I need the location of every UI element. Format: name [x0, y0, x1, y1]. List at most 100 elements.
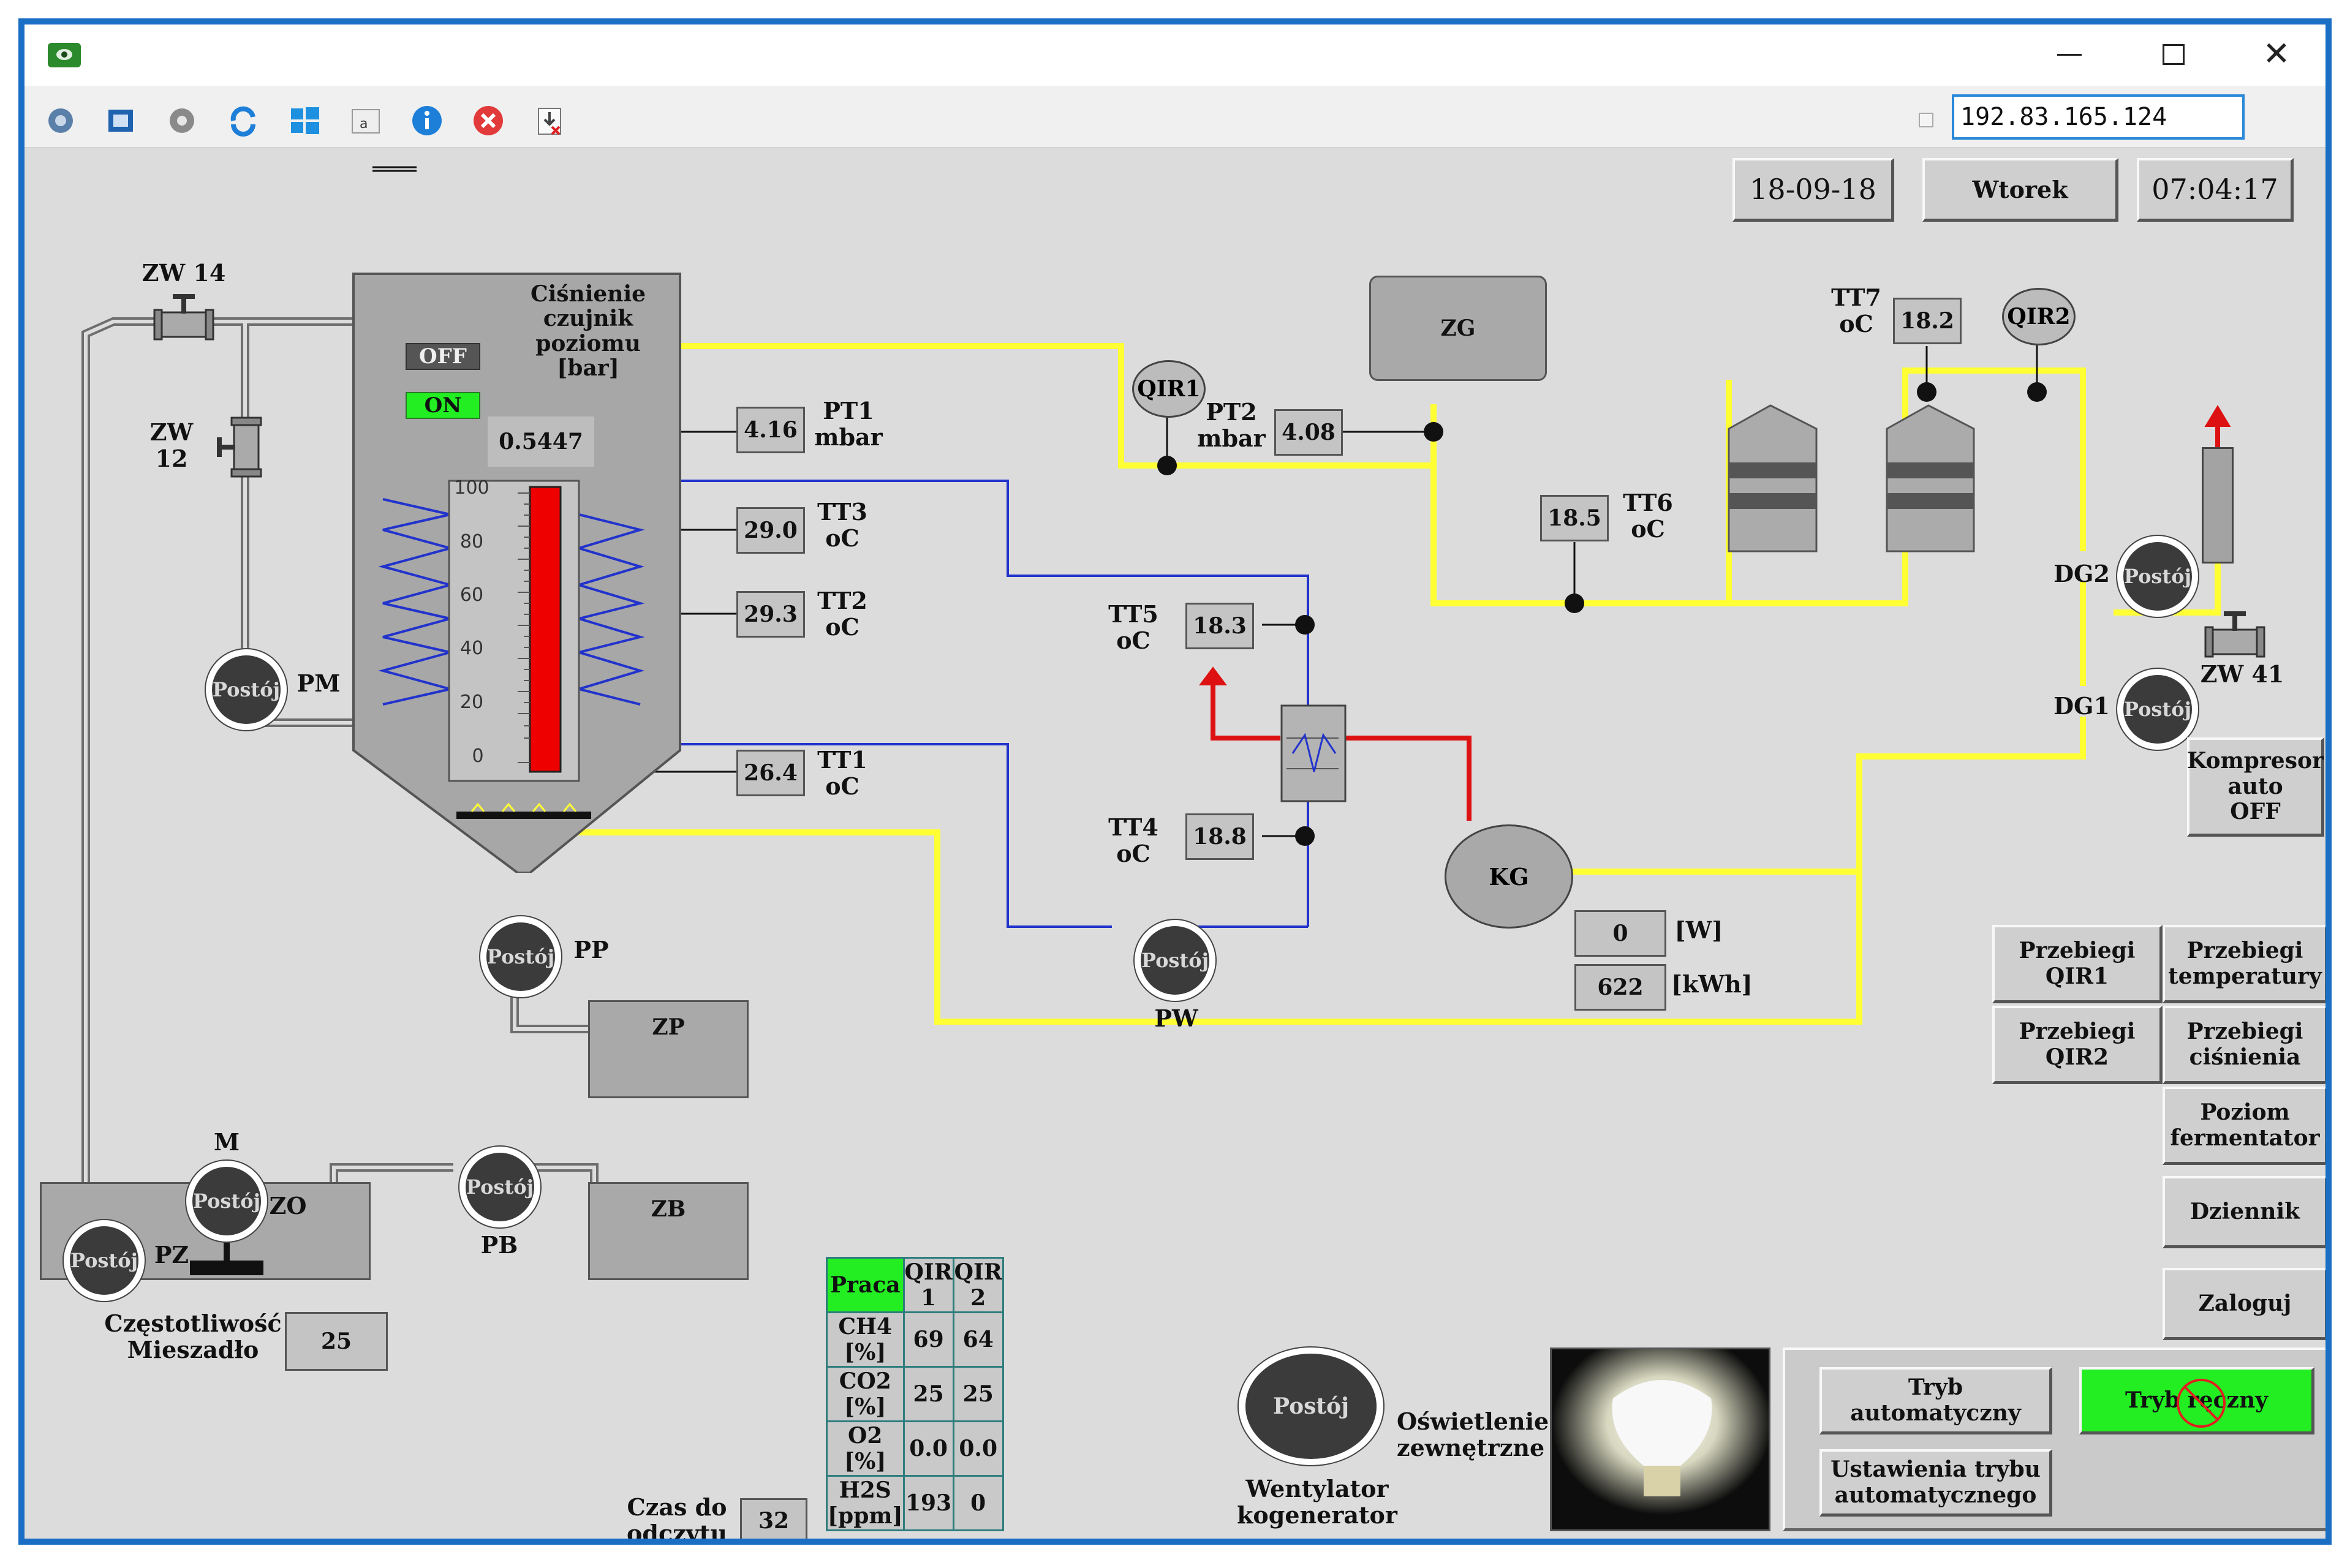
tt7-label: TT7 oC: [1831, 284, 1881, 337]
minimize-icon[interactable]: [2057, 54, 2082, 56]
pump-pp[interactable]: Postój: [479, 915, 562, 998]
auto-settings-button[interactable]: Ustawienia trybu automatycznego: [1819, 1449, 2052, 1517]
pt1-label: PT1 mbar: [814, 397, 883, 451]
gas-composition-table: Praca QIR 1 QIR 2 CH4 [%] 69 64 CO2 [%] …: [826, 1257, 1004, 1531]
text-icon[interactable]: a: [348, 103, 383, 138]
pump-pz[interactable]: Postój: [62, 1219, 146, 1302]
qir2-label: QIR2: [2007, 304, 2071, 330]
close-circle-icon[interactable]: [470, 103, 506, 138]
valve-zw41-label: ZW 41: [2200, 660, 2284, 688]
outdoor-light-bulb-icon[interactable]: [1550, 1348, 1770, 1531]
pump-dg1-label: DG1: [2053, 692, 2110, 720]
mixer-frequency-value[interactable]: 25: [285, 1312, 388, 1371]
close-icon[interactable]: ✕: [2262, 34, 2291, 73]
windows-icon[interactable]: [287, 103, 322, 138]
manual-mode-label: Tryb ręczny: [2125, 1387, 2269, 1413]
info-icon[interactable]: [409, 103, 445, 138]
energy-unit: [kWh]: [1671, 970, 1753, 998]
fermenter-level-button[interactable]: Poziom fermentator: [2163, 1087, 2325, 1165]
ip-checkbox[interactable]: [1919, 113, 1933, 127]
qir1-analyzer[interactable]: QIR1: [1132, 360, 1206, 418]
pressure-trends-button[interactable]: Przebiegi ciśnienia: [2163, 1006, 2325, 1084]
table-header-qir2: QIR 2: [952, 1257, 1004, 1313]
tt6-label: TT6 oC: [1623, 489, 1673, 543]
pt2-label: PT2 mbar: [1197, 398, 1266, 452]
cogenerator-kg[interactable]: KG: [1445, 824, 1573, 929]
gas-filters: [1728, 404, 1975, 552]
pump-dg2[interactable]: Postój: [2116, 535, 2199, 618]
table-header-qir1: QIR 1: [902, 1257, 954, 1313]
mixer-shaft: [224, 1225, 230, 1262]
kg-label: KG: [1489, 862, 1529, 891]
energy-value: 622: [1574, 964, 1666, 1011]
time-display: 07:04:17: [2137, 158, 2294, 222]
network-icon[interactable]: [43, 103, 78, 138]
fermenter-tank: [352, 273, 681, 873]
no-touch-icon: [2177, 1379, 2226, 1428]
qir1-trends-button[interactable]: Przebiegi QIR1: [1992, 925, 2163, 1003]
pt1-value: 4.16: [736, 407, 805, 453]
off-indicator: OFF: [406, 343, 480, 370]
pump-pw[interactable]: Postój: [1133, 919, 1217, 1002]
fullscreen-icon[interactable]: [103, 103, 138, 138]
table-row: CO2 [%] 25 25: [826, 1366, 1004, 1422]
valve-zw12-label: ZW 12: [149, 418, 194, 472]
ip-address-field[interactable]: 192.83.165.124: [1952, 94, 2245, 140]
tt2-value: 29.3: [736, 591, 805, 638]
table-row: H2S [ppm] 193 0: [826, 1475, 1004, 1531]
pump-pm-label: PM: [297, 669, 341, 697]
table-row: CH4 [%] 69 64: [826, 1311, 1004, 1368]
heat-exchanger-icon: [1280, 704, 1347, 802]
mixer-frequency-label: Częstotliwość Mieszadło: [104, 1310, 282, 1363]
fan-state: Postój: [1245, 1354, 1377, 1459]
qir1-label: QIR1: [1137, 376, 1201, 402]
toolbar: a 192.83.165.124: [25, 86, 2325, 148]
fan-button[interactable]: Postój: [1237, 1346, 1385, 1466]
temperature-trends-button[interactable]: Przebiegi temperatury: [2163, 925, 2325, 1003]
pump-pb[interactable]: Postój: [458, 1145, 542, 1229]
valve-zw14-label: ZW 14: [142, 259, 226, 287]
pump-pw-label: PW: [1154, 1005, 1198, 1032]
praca-status: Praca: [826, 1257, 905, 1313]
manual-mode-button[interactable]: Tryb ręczny: [2079, 1367, 2314, 1434]
qir2-trends-button[interactable]: Przebiegi QIR2: [1992, 1006, 2163, 1084]
tank-zg[interactable]: ZG: [1369, 276, 1547, 381]
app-logo-icon: [48, 43, 81, 67]
pump-pm[interactable]: Postój: [205, 648, 288, 731]
read-time-value: 32: [740, 1498, 807, 1539]
tank-zo-label: ZO: [269, 1192, 307, 1219]
pump-m[interactable]: Postój: [185, 1159, 268, 1243]
settings-gear-icon[interactable]: [164, 103, 200, 138]
pump-pp-label: PP: [573, 936, 609, 963]
table-row: O2 [%] 0.0 0.0: [826, 1420, 1004, 1477]
pump-m-label: M: [213, 1128, 240, 1156]
tt4-label: TT4 oC: [1108, 813, 1158, 867]
pump-dg1[interactable]: Postój: [2116, 668, 2199, 751]
valve-zw14-icon[interactable]: [153, 288, 214, 349]
compressor-button[interactable]: Kompresor auto OFF: [2187, 737, 2324, 837]
log-button[interactable]: Dziennik: [2163, 1176, 2325, 1248]
valve-zw41-icon[interactable]: [2204, 605, 2265, 666]
tt1-value: 26.4: [736, 750, 805, 796]
scale-tick-80: 80: [459, 531, 484, 552]
tt3-value: 29.0: [736, 507, 805, 554]
fan-label: Wentylator kogenerator: [1237, 1475, 1397, 1529]
on-indicator: ON: [406, 392, 480, 419]
tank-zb[interactable]: ZB: [588, 1182, 749, 1280]
scale-tick-0: 0: [472, 745, 484, 767]
qir2-analyzer[interactable]: QIR2: [2002, 288, 2076, 345]
pump-pz-label: PZ: [154, 1241, 189, 1268]
app-window: ✕ a 192.83.165.124: [18, 18, 2332, 1545]
power-value: 0: [1574, 910, 1666, 957]
maximize-icon[interactable]: [2163, 44, 2185, 65]
exhaust-stack: [2202, 447, 2234, 564]
tank-zp[interactable]: ZP: [588, 1000, 749, 1098]
valve-zw12-icon[interactable]: [216, 417, 277, 478]
auto-mode-button[interactable]: Tryb automatyczny: [1819, 1367, 2052, 1434]
download-icon[interactable]: [532, 103, 567, 138]
login-button[interactable]: Zaloguj: [2163, 1268, 2325, 1340]
pump-dg2-label: DG2: [2053, 560, 2110, 587]
hot-water-line: [1199, 423, 2220, 821]
scale-tick-40: 40: [459, 638, 484, 659]
refresh-icon[interactable]: [225, 103, 261, 138]
